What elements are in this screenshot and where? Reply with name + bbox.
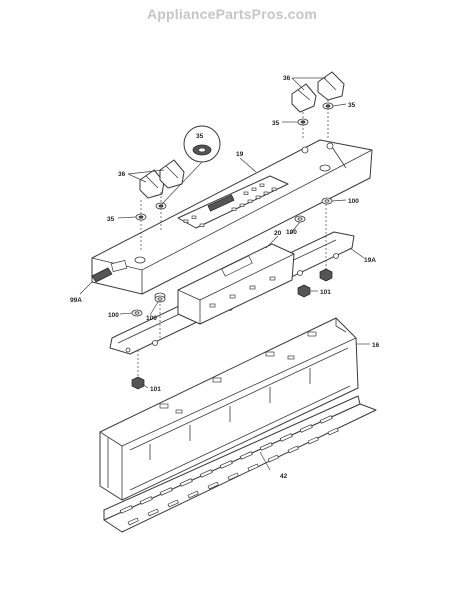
knob-36-left-b: [159, 159, 185, 189]
callout-99a: 99A: [70, 297, 82, 304]
leader-lines: [117, 77, 370, 471]
callout-100-left-b: 100: [146, 315, 157, 322]
callout-19a: 19A: [364, 257, 376, 264]
touch-pad-keys: [183, 183, 277, 227]
watermark: AppliancePartsPros.com: [147, 6, 317, 22]
nut-101-right-b: [319, 268, 333, 282]
grommet-100-left-a: [131, 309, 143, 317]
knob-36-left-a: [139, 169, 165, 199]
callout-42: 42: [280, 473, 288, 480]
explode-lines: [137, 100, 329, 378]
console-frame-16: [99, 317, 359, 501]
nut-101-right-a: [297, 284, 311, 298]
callout-19: 19: [236, 151, 244, 158]
knob-36-right-b: [317, 71, 345, 101]
trim-slots: [119, 415, 339, 526]
callout-100-right: 100: [348, 198, 359, 205]
callout-35-right-a: 35: [348, 102, 356, 109]
control-panel-19: [91, 139, 373, 300]
knob-36-right-a: [291, 83, 317, 113]
lower-trim-panel-42: [103, 395, 377, 533]
grommet-100-right: [321, 197, 333, 205]
grommet-100-mid: [294, 215, 306, 223]
wire-harness-99a: [79, 267, 113, 295]
nut-101-left: [131, 376, 145, 390]
callout-labels: 36 35 35 35 19 36 35 100 20 100 19A 99A …: [70, 75, 380, 480]
callout-35-right-b: 35: [272, 120, 280, 127]
control-board-20: [177, 243, 295, 325]
callout-101-right: 101: [320, 289, 331, 296]
callout-20: 20: [274, 230, 282, 237]
callout-16: 16: [372, 342, 380, 349]
callout-100-mid: 100: [286, 229, 297, 236]
grommet-100-left-b: [154, 295, 166, 303]
callout-35-left: 35: [107, 216, 115, 223]
callout-101-left: 101: [150, 386, 161, 393]
callout-36-left: 36: [118, 171, 126, 178]
callout-100-left-a: 100: [108, 312, 119, 319]
detail-circle-35: [161, 125, 221, 205]
callout-36-right: 36: [283, 75, 291, 82]
touch-pad-display: [177, 175, 289, 229]
callout-35-detail: 35: [196, 133, 204, 140]
